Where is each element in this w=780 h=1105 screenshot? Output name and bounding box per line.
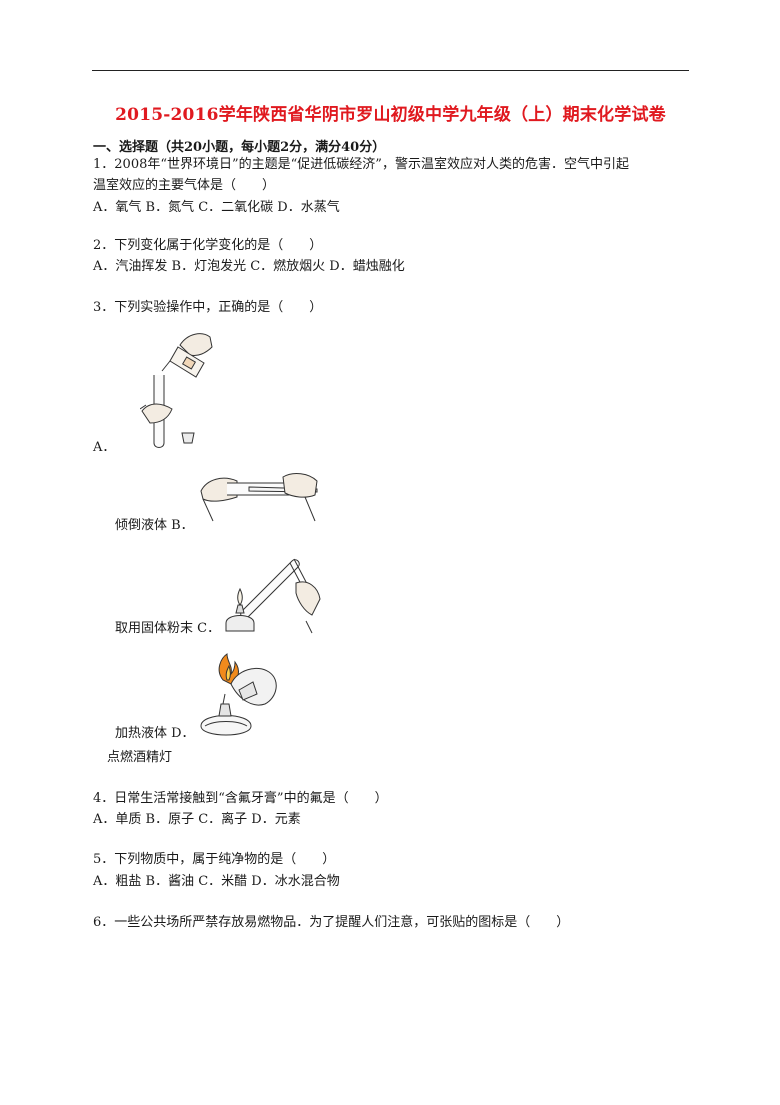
question-3-option-a-prefix: A．	[93, 440, 116, 455]
question-2-stem: 2．下列变化属于化学变化的是（ ）	[93, 238, 323, 253]
question-3-stem: 3．下列实验操作中，正确的是（ ）	[93, 300, 323, 315]
powder-into-test-tube-illustration	[197, 465, 325, 525]
question-3-option-b-caption: 倾倒液体 B．	[115, 518, 194, 533]
pouring-liquid-illustration	[140, 325, 220, 450]
question-4-stem: 4．日常生活常接触到“含氟牙膏”中的氟是（ ）	[93, 791, 388, 806]
question-5-options: A．粗盐 B．酱油 C．米醋 D．冰水混合物	[93, 874, 340, 889]
question-3-option-c-caption: 取用固体粉末 C．	[115, 621, 221, 636]
question-4-options: A．单质 B．原子 C．离子 D．元素	[93, 812, 301, 827]
question-3-option-d-caption: 加热液体 D．	[115, 726, 195, 741]
question-5-stem: 5．下列物质中，属于纯净物的是（ ）	[93, 852, 336, 867]
question-1-stem-line-2: 温室效应的主要气体是（ ）	[93, 178, 276, 193]
question-1-stem-line-1: 1．2008年“世界环境日”的主题是“促进低碳经济”，警示温室效应对人类的危害．…	[93, 157, 629, 172]
heating-test-tube-illustration	[220, 553, 325, 638]
question-1-options: A．氧气 B．氮气 C．二氧化碳 D．水蒸气	[93, 200, 340, 215]
question-6-stem: 6．一些公共场所严禁存放易燃物品．为了提醒人们注意，可张贴的图标是（ ）	[93, 915, 570, 930]
question-2-options: A．汽油挥发 B．灯泡发光 C．燃放烟火 D．蜡烛融化	[93, 259, 405, 274]
header-rule	[92, 70, 689, 71]
question-3-option-d-label: 点燃酒精灯	[107, 750, 173, 765]
lighting-alcohol-lamp-illustration	[195, 650, 285, 745]
exam-title: 2015-2016学年陕西省华阴市罗山初级中学九年级（上）期末化学试卷	[115, 105, 666, 125]
section-heading: 一、选择题（共20小题，每小题2分，满分40分）	[93, 140, 386, 155]
